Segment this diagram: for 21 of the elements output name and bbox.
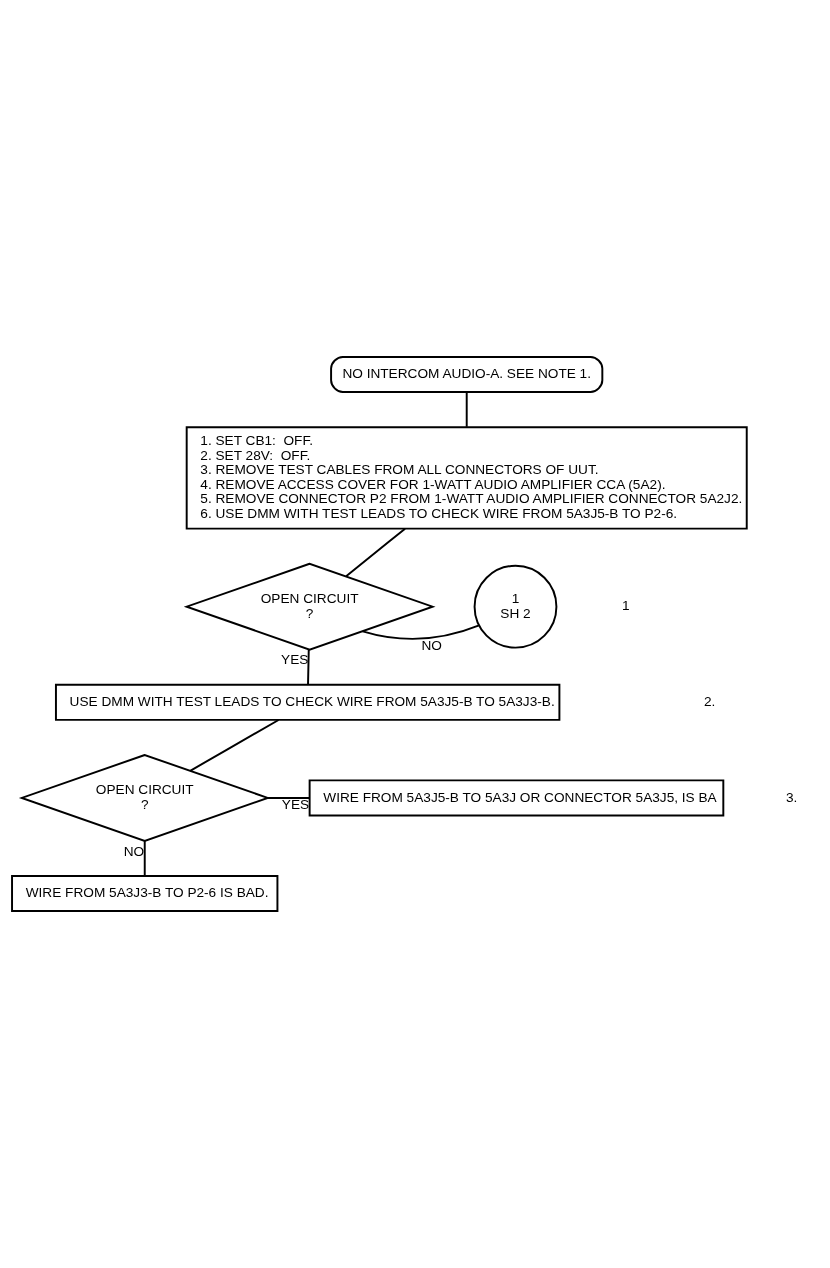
- connector: [345, 527, 407, 578]
- node-box: WIRE FROM 5A3J3-B TO P2-6 IS BAD.: [11, 875, 279, 913]
- edge-label: YES: [281, 796, 310, 812]
- label: 2.: [703, 693, 716, 709]
- node-diamond: OPEN CIRCUIT ?: [18, 753, 271, 842]
- connector: [307, 648, 310, 686]
- node-box: USE DMM WITH TEST LEADS TO CHECK WIRE FROM 5A3J5-B TO 5A3J3-B.: [54, 683, 561, 721]
- node-box: WIRE FROM 5A3J5-B TO 5A3J OR CONNECTOR 5A3J5, IS BA: [308, 779, 725, 817]
- edge-label: NO: [123, 843, 145, 859]
- node-circle: 1 SH 2: [473, 564, 558, 649]
- connector: [143, 840, 146, 877]
- node-box: 1. SET CB1: OFF. 2. SET 28V: OFF. 3. REMOVE TEST CABLES FROM ALL CONNECTORS OF UUT. 4. REMOVE ACCESS COVER FOR 1-WATT AUDIO AMPLIFIER CCA (5A2). 5. REMOVE CONNECTOR P2 FROM 1-WATT AUDIO AMPLIFIER CONNECTOR 5A2J2. 6. USE DMM WITH TEST LEADS TO CHECK WIRE FROM 5A3J5-B TO P2-6.: [185, 426, 748, 530]
- connector: [361, 624, 481, 640]
- edge-label: YES: [281, 652, 309, 668]
- connector: [465, 391, 468, 428]
- connector: [189, 719, 280, 772]
- edge-label: NO: [421, 637, 442, 653]
- connector: [266, 796, 311, 799]
- label: 1: [621, 598, 630, 614]
- label: 3.: [785, 789, 798, 805]
- node-box: NO INTERCOM AUDIO-A. SEE NOTE 1.: [330, 355, 604, 393]
